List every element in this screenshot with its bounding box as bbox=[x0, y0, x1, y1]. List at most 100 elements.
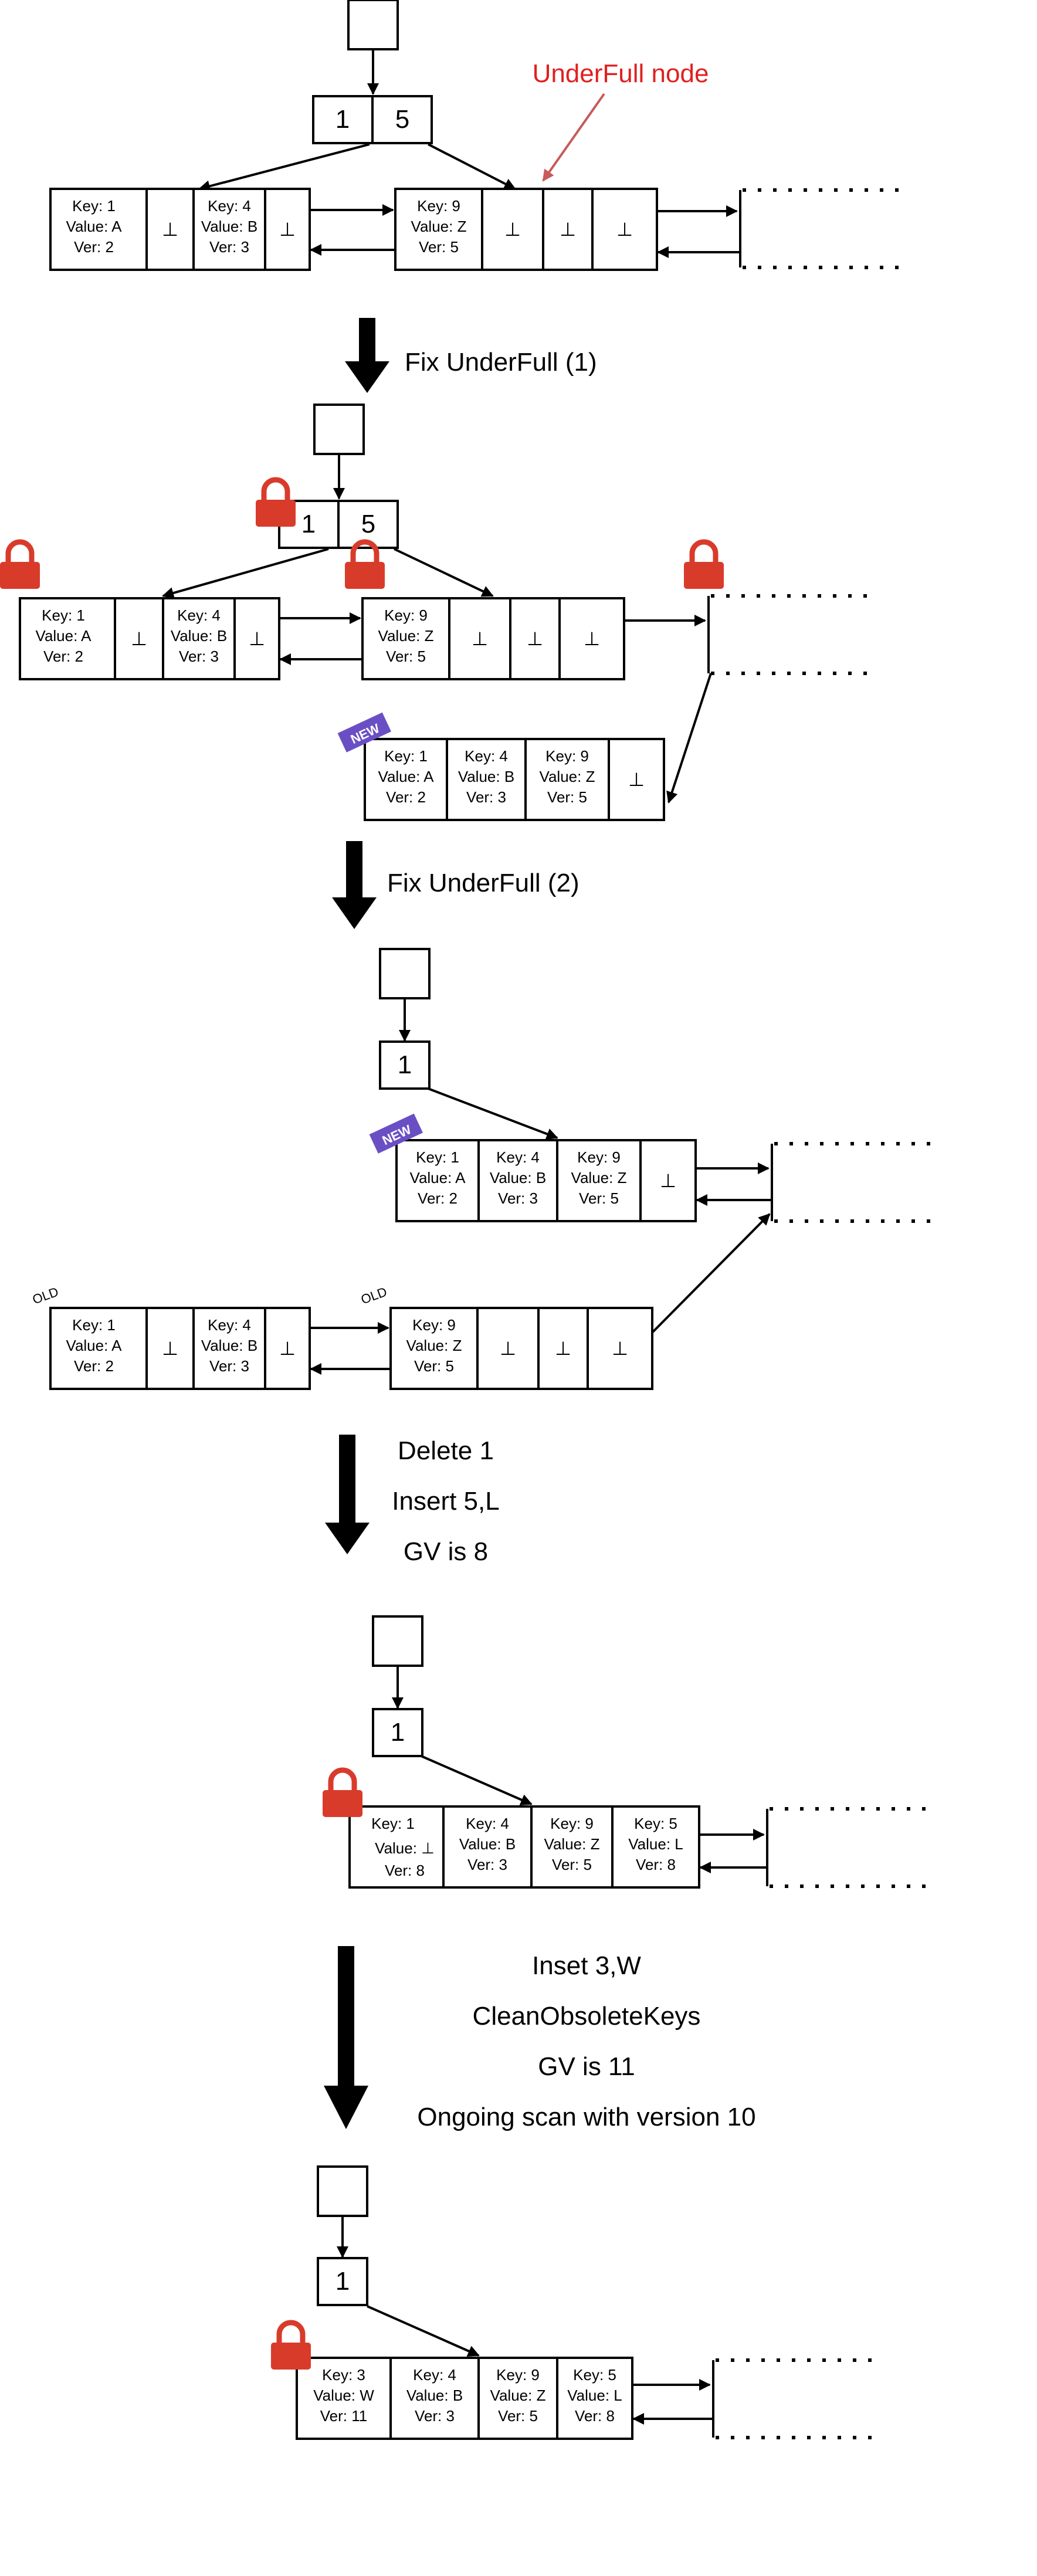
top-pointer-box bbox=[313, 404, 365, 455]
null-pointer: ⊥ bbox=[555, 1338, 571, 1359]
child-edge bbox=[162, 548, 329, 599]
next-node-placeholder bbox=[739, 188, 903, 269]
transition-2: Fix UnderFull (2) bbox=[332, 841, 580, 929]
stage-3: 1 Key: 1 Value: A Ver: 2 Key: 4 Value: B… bbox=[30, 948, 933, 1390]
entry-key: Key: 9 bbox=[577, 1148, 621, 1166]
null-pointer: ⊥ bbox=[249, 628, 265, 649]
top-pointer-box bbox=[347, 0, 399, 50]
entry-key: Key: 1 bbox=[72, 1316, 116, 1334]
entry-key: Key: 9 bbox=[496, 2366, 540, 2384]
step-label: Inset 3,W bbox=[532, 1951, 641, 1980]
entry-value: Value: Z bbox=[571, 1169, 627, 1187]
entry-version: Ver: 3 bbox=[415, 2407, 455, 2425]
root-node: 1 5 bbox=[312, 95, 433, 144]
down-arrow-head bbox=[345, 361, 389, 393]
entry-value: Value: A bbox=[378, 768, 435, 785]
entry-key: Key: 4 bbox=[465, 747, 508, 765]
entry-value: Value: B bbox=[171, 627, 227, 645]
entry-value: Value: B bbox=[490, 1169, 546, 1187]
entry-version: Ver: 8 bbox=[636, 1856, 676, 1873]
top-pointer-box bbox=[379, 948, 431, 999]
next-node-placeholder bbox=[766, 1807, 927, 1888]
next-node-placeholder bbox=[771, 1142, 933, 1223]
new-leaf-node: Key: 1 Value: A Ver: 2 Key: 4 Value: B V… bbox=[395, 1139, 697, 1222]
root-node: 1 bbox=[372, 1708, 423, 1757]
top-pointer-box bbox=[317, 2165, 368, 2217]
entry-version: Ver: 3 bbox=[209, 238, 249, 256]
transition-1: Fix UnderFull (1) bbox=[345, 318, 597, 393]
old-tag: OLD bbox=[30, 1284, 60, 1307]
new-leaf-node: Key: 1 Value: A Ver: 2 Key: 4 Value: B V… bbox=[364, 738, 665, 821]
entry-version: Ver: 8 bbox=[575, 2407, 615, 2425]
step-label: GV is 8 bbox=[404, 1537, 488, 1566]
down-arrow-head bbox=[325, 1523, 370, 1554]
entry-key: Key: 1 bbox=[42, 606, 85, 624]
entry-version: Ver: 3 bbox=[498, 1189, 538, 1207]
lock-icon bbox=[271, 2320, 311, 2370]
entry-value: Value: Z bbox=[540, 768, 595, 785]
entry-key: Key: 9 bbox=[412, 1316, 456, 1334]
root-node: 1 bbox=[379, 1040, 431, 1090]
old-tag: OLD bbox=[359, 1284, 389, 1307]
null-pointer: ⊥ bbox=[504, 219, 521, 240]
leaf-node-a: Key: 1 Value: A Ver: 2 ⊥ Key: 4 Value: B… bbox=[49, 188, 311, 271]
lock-icon bbox=[323, 1767, 362, 1817]
child-edge bbox=[394, 548, 494, 597]
entry-version: Ver: 2 bbox=[43, 648, 83, 665]
root-key: 5 bbox=[395, 105, 409, 134]
null-pointer: ⊥ bbox=[500, 1338, 516, 1359]
null-pointer: ⊥ bbox=[616, 219, 633, 240]
entry-value: Value: L bbox=[567, 2387, 622, 2404]
entry-key: Key: 4 bbox=[177, 606, 221, 624]
entry-key: Key: 4 bbox=[208, 197, 251, 215]
entry-key: Key: 1 bbox=[416, 1148, 459, 1166]
entry-version: Ver: 2 bbox=[386, 788, 426, 806]
entry-key: Key: 1 bbox=[384, 747, 428, 765]
lock-icon bbox=[0, 539, 40, 589]
root-key: 1 bbox=[336, 2267, 350, 2296]
null-pointer: ⊥ bbox=[628, 769, 645, 790]
leaf-node-b-underfull: Key: 9 Value: Z Ver: 5 ⊥ ⊥ ⊥ bbox=[394, 188, 658, 271]
entry-key: Key: 5 bbox=[573, 2366, 616, 2384]
entry-version: Ver: 3 bbox=[209, 1357, 249, 1375]
entry-value: Value: W bbox=[313, 2387, 374, 2404]
leaf-node-a: Key: 1 Value: A Ver: 2 ⊥ Key: 4 Value: B… bbox=[19, 597, 280, 680]
child-edge bbox=[198, 143, 370, 192]
entry-version: Ver: 5 bbox=[552, 1856, 592, 1873]
null-pointer: ⊥ bbox=[279, 219, 296, 240]
prev-pointer-edge bbox=[666, 673, 712, 804]
root-key: 1 bbox=[398, 1050, 412, 1079]
entry-value: Value: A bbox=[36, 627, 92, 645]
entry-key: Key: 4 bbox=[466, 1815, 509, 1832]
stage-2: 1 5 Key: 1 Value: A Ver: 2 ⊥ Key: 4 Valu… bbox=[0, 404, 868, 821]
entry-version: Ver: 11 bbox=[320, 2407, 367, 2425]
entry-version: Ver: 5 bbox=[547, 788, 587, 806]
entry-value: Value: L bbox=[628, 1835, 683, 1853]
entry-version: Ver: 2 bbox=[418, 1189, 458, 1207]
child-edge bbox=[367, 2305, 480, 2357]
null-pointer: ⊥ bbox=[527, 628, 543, 649]
entry-value: Value: A bbox=[66, 1337, 123, 1354]
entry-value: Value: Z bbox=[490, 2387, 546, 2404]
top-pointer-box bbox=[372, 1615, 423, 1667]
entry-key: Key: 3 bbox=[322, 2366, 365, 2384]
null-pointer: ⊥ bbox=[584, 628, 600, 649]
root-key: 1 bbox=[336, 105, 350, 134]
entry-version: Ver: 2 bbox=[74, 238, 114, 256]
root-key: 1 bbox=[301, 510, 316, 538]
step-label: Delete 1 bbox=[398, 1436, 494, 1465]
step-label: CleanObsoleteKeys bbox=[473, 2002, 701, 2031]
next-node-placeholder bbox=[712, 2358, 874, 2439]
entry-version: Ver: 3 bbox=[467, 1856, 507, 1873]
child-edge bbox=[428, 143, 516, 190]
step-label: Fix UnderFull (2) bbox=[387, 869, 580, 897]
null-pointer: ⊥ bbox=[472, 628, 488, 649]
entry-value: Value: B bbox=[459, 1835, 516, 1853]
entry-version: Ver: 3 bbox=[466, 788, 506, 806]
entry-value: Value: A bbox=[410, 1169, 466, 1187]
entry-value: Value: B bbox=[406, 2387, 463, 2404]
entry-key: Key: 9 bbox=[417, 197, 460, 215]
entry-key: Key: 9 bbox=[384, 606, 428, 624]
null-pointer: ⊥ bbox=[162, 219, 178, 240]
stage-1: 1 5 UnderFull node Key: 1 Value: A Ver: … bbox=[49, 0, 903, 271]
